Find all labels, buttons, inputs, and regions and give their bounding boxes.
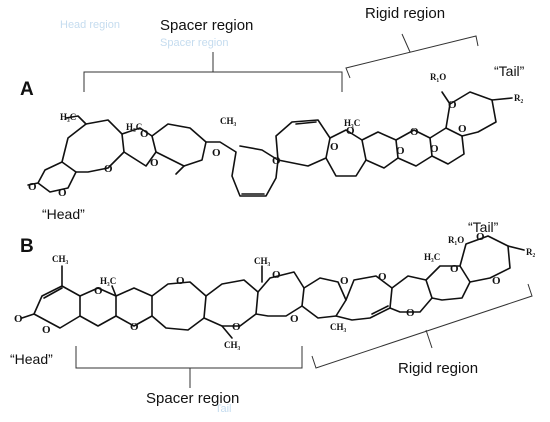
panel-a-ring-o-12: O bbox=[458, 123, 467, 135]
panel-a-head-label: “Head” bbox=[42, 206, 85, 222]
panel-b: B “Tail” “Head” Spacer region Rigid regi… bbox=[10, 219, 535, 407]
panel-b-ring-o-2: O bbox=[94, 285, 103, 297]
panel-a-ring-o-7: O bbox=[346, 125, 355, 137]
panel-b-tail-label: “Tail” bbox=[468, 219, 499, 235]
panel-a-carbonyl-o: O bbox=[28, 181, 37, 193]
panel-a-ring-o-11: O bbox=[448, 99, 457, 111]
panel-a-ring-o-10: O bbox=[430, 143, 439, 155]
panel-a-h3c-1: H₃C bbox=[60, 112, 76, 122]
panel-b-ring-o-1: O bbox=[42, 324, 51, 336]
panel-a-ring-o-2: O bbox=[140, 128, 149, 140]
watermark: Head region Spacer region Tail bbox=[60, 19, 232, 415]
panel-a-lactone-o: O bbox=[58, 187, 67, 199]
panel-b-ring-o-7: O bbox=[290, 313, 299, 325]
panel-a-rigid-bracket bbox=[345, 33, 479, 79]
panel-a-ring-o-4: O bbox=[212, 147, 221, 159]
watermark-line-3: Tail bbox=[215, 403, 232, 415]
panel-a-r2: R₂ bbox=[514, 93, 523, 103]
panel-b-ch3-1: CH₃ bbox=[52, 254, 69, 264]
panel-b-spacer-bracket bbox=[75, 346, 303, 388]
panel-b-ch3-2: CH₃ bbox=[224, 340, 241, 350]
panel-a: A Spacer region Rigid region “Head” “Tai… bbox=[20, 5, 525, 222]
panel-a-ring-skeleton bbox=[27, 91, 513, 197]
panel-a-r1o: R₁O bbox=[430, 72, 446, 82]
panel-b-ring-o-6: O bbox=[272, 269, 281, 281]
panel-b-ring-o-11: O bbox=[450, 263, 459, 275]
panel-a-spacer-bracket bbox=[83, 52, 343, 92]
panel-b-ring-skeleton bbox=[21, 235, 525, 339]
panel-a-letter: A bbox=[20, 79, 34, 100]
panel-a-ring-o-1: O bbox=[104, 163, 113, 175]
panel-b-r1o: R₁O bbox=[448, 235, 464, 245]
panel-b-ring-o-5: O bbox=[232, 321, 241, 333]
panel-b-ring-o-4: O bbox=[176, 275, 185, 287]
panel-a-ring-o-5: O bbox=[272, 155, 281, 167]
panel-b-h3c-2: H₃C bbox=[424, 252, 440, 262]
watermark-line-2: Spacer region bbox=[160, 37, 229, 49]
panel-a-h3c-2: H₃C bbox=[126, 122, 142, 132]
panel-b-h3c-1: H₃C bbox=[100, 276, 116, 286]
panel-b-ring-o-9: O bbox=[378, 271, 387, 283]
panel-b-rigid-label: Rigid region bbox=[398, 360, 478, 377]
panel-b-ring-o-10: O bbox=[406, 307, 415, 319]
panel-a-ring-o-6: O bbox=[330, 141, 339, 153]
panel-b-ch3-4: CH₃ bbox=[330, 322, 347, 332]
panel-a-ring-o-8: O bbox=[396, 145, 405, 157]
panel-b-ring-o-3: O bbox=[130, 321, 139, 333]
panel-a-tail-label: “Tail” bbox=[494, 63, 525, 79]
panel-b-rigid-bracket bbox=[311, 283, 533, 369]
panel-b-ch3-3: CH₃ bbox=[254, 256, 271, 266]
panel-b-ring-o-8: O bbox=[340, 275, 349, 287]
panel-a-h3c-3: H₃C bbox=[344, 118, 360, 128]
panel-b-r2: R₂ bbox=[526, 247, 535, 257]
panel-a-ring-o-3: O bbox=[150, 157, 159, 169]
watermark-line-1: Head region bbox=[60, 19, 120, 31]
panel-a-ring-o-9: O bbox=[410, 126, 419, 138]
panel-b-ring-o-13: O bbox=[476, 231, 485, 243]
panel-b-letter: B bbox=[20, 236, 34, 257]
panel-b-carbonyl-o: O bbox=[14, 313, 23, 325]
panel-a-rigid-label: Rigid region bbox=[365, 5, 445, 22]
panel-a-ch3: CH₃ bbox=[220, 116, 237, 126]
panel-b-head-label: “Head” bbox=[10, 351, 53, 367]
panel-a-spacer-label: Spacer region bbox=[160, 17, 253, 34]
panel-b-spacer-label: Spacer region bbox=[146, 390, 239, 407]
panel-a-methyl-bond bbox=[65, 115, 87, 125]
panel-b-ring-o-12: O bbox=[492, 275, 501, 287]
